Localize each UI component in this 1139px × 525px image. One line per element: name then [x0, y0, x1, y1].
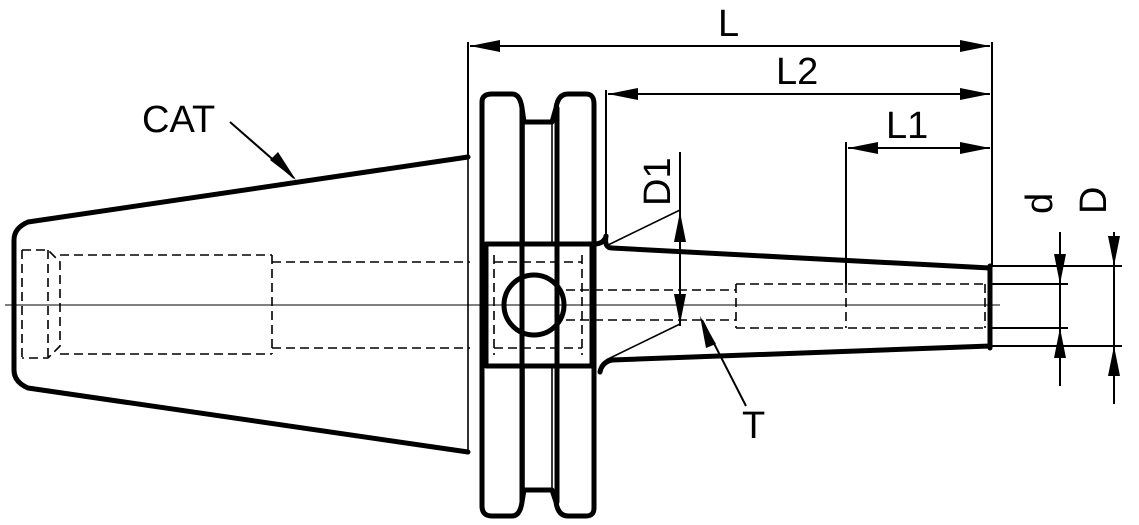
- label-d: d: [1019, 193, 1061, 214]
- front-bore-hidden: [566, 283, 986, 329]
- flange: [479, 91, 597, 519]
- label-L: L: [718, 3, 739, 45]
- dim-D1: [674, 152, 686, 326]
- dim-d: [992, 232, 1068, 386]
- cat-taper: [11, 154, 471, 455]
- dim-L1: [845, 142, 990, 284]
- label-D: D: [1073, 187, 1115, 214]
- taper-bore-hidden: [21, 249, 470, 359]
- label-D1: D1: [637, 157, 679, 206]
- dim-D: [992, 232, 1122, 404]
- dim-L: [467, 40, 993, 266]
- label-L1: L1: [886, 105, 928, 147]
- label-L2: L2: [776, 51, 818, 93]
- dim-L2: [605, 88, 990, 240]
- leader-cat: [229, 121, 296, 180]
- label-t: T: [742, 405, 765, 447]
- cross-hole-window: [483, 241, 595, 369]
- label-cat: CAT: [142, 99, 215, 141]
- front-body: [591, 209, 993, 375]
- leader-t: [700, 316, 747, 407]
